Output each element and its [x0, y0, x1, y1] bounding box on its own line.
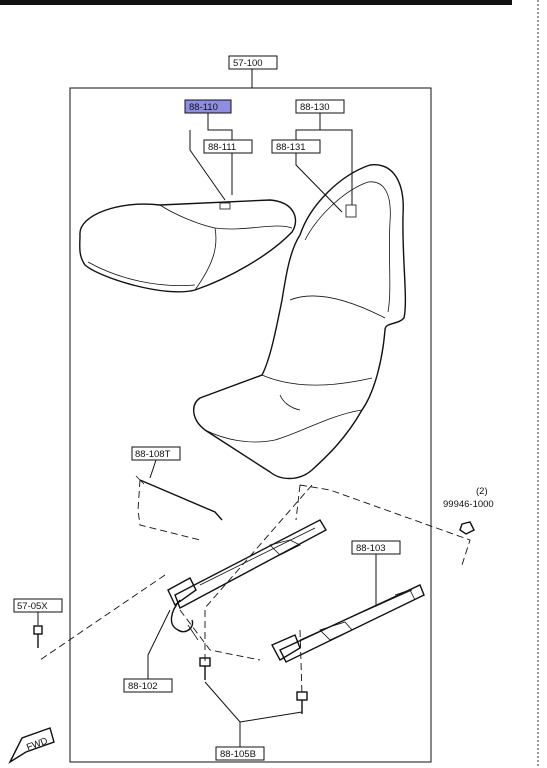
svg-text:99946-1000: 99946-1000: [443, 499, 494, 510]
label-88-103[interactable]: 88-103: [351, 540, 401, 555]
label-57-05X[interactable]: 57-05X: [13, 598, 63, 613]
assembly-frame: [69, 87, 432, 763]
nut-99946-1000: (2) 99946-1000: [443, 486, 494, 535]
label-88-131[interactable]: 88-131: [271, 139, 321, 154]
label-88-108T[interactable]: 88-108T: [131, 446, 181, 461]
label-88-102[interactable]: 88-102: [123, 678, 173, 693]
seat-adjuster-right: [271, 584, 425, 663]
svg-text:57-100: 57-100: [233, 58, 263, 69]
seat-back: [193, 164, 407, 480]
svg-text:88-102: 88-102: [128, 681, 158, 692]
bolt-88-105B-left: [199, 657, 211, 680]
svg-text:88-105B: 88-105B: [220, 749, 256, 760]
svg-text:88-108T: 88-108T: [135, 449, 171, 460]
seat-cushion: [79, 199, 297, 293]
top-rule: [0, 0, 512, 5]
svg-text:57-05X: 57-05X: [17, 601, 48, 612]
label-88-105B[interactable]: 88-105B: [215, 746, 265, 761]
svg-text:88-110: 88-110: [189, 102, 218, 113]
release-wire: [139, 479, 223, 521]
svg-text:(2): (2): [476, 486, 488, 497]
svg-text:88-103: 88-103: [356, 543, 386, 554]
label-88-110-highlighted[interactable]: 88-110: [184, 99, 232, 114]
label-88-130[interactable]: 88-130: [295, 99, 345, 114]
label-57-100[interactable]: 57-100: [228, 55, 278, 70]
seat-adjuster-left: [167, 519, 327, 641]
svg-text:88-111: 88-111: [208, 142, 236, 153]
bolt-57-05X: [33, 625, 43, 648]
svg-text:88-131: 88-131: [276, 142, 306, 153]
svg-text:FWD: FWD: [25, 736, 49, 754]
svg-text:88-130: 88-130: [300, 102, 330, 113]
forward-arrow-icon: FWD: [8, 727, 55, 764]
label-88-111[interactable]: 88-111: [203, 139, 253, 154]
bolt-88-105B-right: [296, 691, 308, 714]
